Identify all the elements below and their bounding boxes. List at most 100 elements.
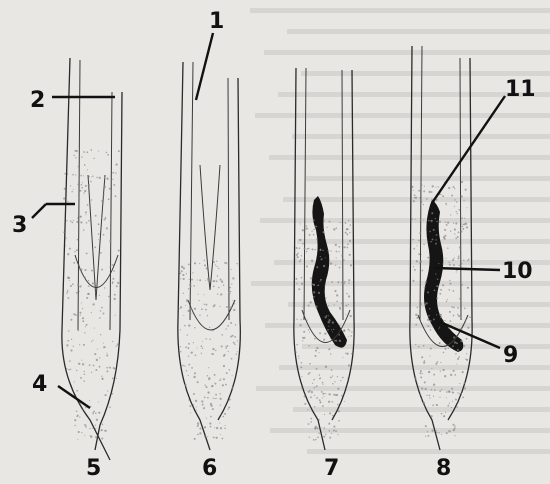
stipple-dot (93, 251, 94, 252)
stipple-dot (63, 197, 65, 199)
stipple-dot (463, 223, 465, 225)
stipple-dot (309, 372, 311, 374)
stipple-dot (332, 415, 334, 417)
stipple-dot (457, 307, 459, 309)
stipple-dot (448, 327, 450, 329)
stipple-dot (112, 393, 114, 395)
stipple-dot (414, 194, 416, 196)
stipple-dot (441, 194, 442, 195)
stipple-dot (350, 315, 352, 317)
stipple-dot (112, 172, 114, 174)
stipple-dot (296, 247, 298, 249)
stipple-dot (420, 303, 422, 305)
label-1: 1 (209, 9, 224, 34)
stipple-dot (351, 331, 352, 332)
stipple-dot (86, 297, 88, 299)
stage-7-drawing (294, 68, 354, 450)
stipple-dot (180, 346, 181, 347)
stipple-dot (106, 370, 108, 372)
stipple-dot (84, 373, 86, 375)
stipple-dot (441, 413, 443, 415)
stipple-dot (205, 280, 206, 281)
stipple-dot (103, 343, 104, 344)
stipple-dot (316, 266, 318, 268)
stipple-dot (315, 439, 317, 441)
label-9: 9 (503, 343, 518, 368)
stipple-dot (454, 228, 456, 230)
stipple-dot (215, 350, 216, 351)
stipple-dot (454, 206, 455, 207)
stipple-dot (445, 222, 446, 223)
stipple-dot (423, 345, 425, 347)
stipple-dot (446, 301, 448, 303)
stipple-dot (302, 229, 304, 231)
stipple-dot (303, 331, 305, 333)
stipple-dot (66, 293, 67, 294)
stipple-dot (416, 260, 418, 262)
stipple-dot (196, 347, 197, 348)
stipple-dot (70, 185, 71, 186)
stipple-dot (231, 283, 232, 284)
stipple-dot (323, 427, 325, 429)
stipple-dot (225, 328, 226, 329)
stipple-dot (324, 285, 325, 286)
stipple-dot (420, 376, 422, 378)
stipple-dot (229, 287, 231, 289)
stipple-dot (449, 402, 450, 403)
stipple-dot (453, 315, 455, 317)
stipple-dot (68, 330, 70, 332)
stipple-dot (316, 385, 318, 387)
stipple-dot (463, 345, 465, 347)
stipple-dot (442, 284, 444, 286)
stipple-dot (190, 412, 191, 413)
stipple-dot (79, 198, 81, 200)
stipple-dot (421, 184, 423, 186)
stipple-dot (189, 285, 190, 286)
stipple-dot (336, 394, 338, 396)
stipple-dot (82, 409, 83, 410)
stipple-dot (314, 226, 315, 227)
stipple-dot (445, 258, 446, 259)
stipple-dot (337, 388, 339, 390)
stipple-dot (82, 182, 83, 183)
stipple-dot (75, 314, 77, 316)
stipple-dot (419, 262, 421, 264)
stipple-dot (71, 339, 72, 340)
stipple-dot (463, 200, 464, 201)
stipple-dot (212, 330, 213, 331)
stipple-dot (427, 257, 429, 259)
stipple-dot (225, 425, 226, 426)
stipple-dot (112, 281, 114, 283)
stipple-dot (425, 281, 427, 283)
stipple-dot (454, 435, 455, 436)
stipple-dot (465, 319, 467, 321)
stipple-dot (80, 269, 82, 271)
stipple-dot (345, 353, 346, 354)
stipple-dot (452, 290, 454, 292)
stipple-dot (320, 249, 322, 251)
stipple-dot (227, 345, 229, 347)
stipple-dot (77, 217, 79, 219)
stipple-dot (185, 305, 186, 306)
stipple-dot (333, 329, 334, 330)
stipple-dot (313, 219, 315, 221)
stipple-dot (457, 349, 459, 351)
stipple-dot (95, 215, 97, 217)
stipple-dot (461, 223, 462, 224)
stipple-dot (347, 229, 348, 230)
stipple-dot (109, 240, 111, 242)
stipple-dot (224, 428, 226, 430)
stipple-dot (467, 327, 469, 329)
stipple-dot (454, 374, 456, 376)
stipple-dot (313, 291, 315, 293)
stipple-dot (328, 430, 330, 432)
stipple-dot (180, 329, 181, 330)
stipple-dot (300, 319, 301, 320)
stipple-dot (91, 199, 93, 201)
stipple-dot (207, 375, 209, 377)
stipple-dot (96, 177, 97, 178)
stipple-dot (413, 190, 414, 191)
stipple-dot (223, 378, 225, 380)
stipple-dot (220, 427, 222, 429)
